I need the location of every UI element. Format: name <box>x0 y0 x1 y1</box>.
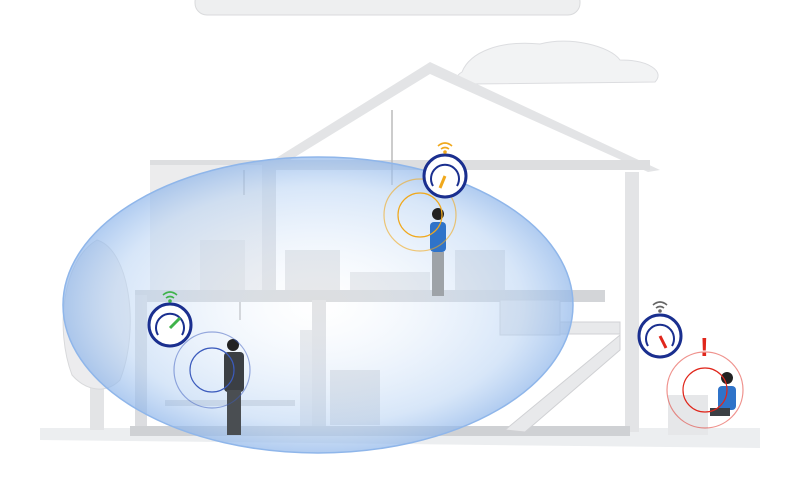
wifi-icon-good <box>162 291 178 303</box>
ceiling-router <box>194 0 581 16</box>
wifi-coverage-ellipse <box>62 156 574 454</box>
alert-icon: ! <box>700 332 709 362</box>
wifi-icon-bad <box>652 301 668 313</box>
cloud-icon <box>457 40 659 85</box>
person-upper-floor <box>430 208 446 296</box>
speed-gauge-icon-bad <box>637 313 683 359</box>
speed-gauge-icon-good <box>147 302 193 348</box>
wifi-icon-medium <box>437 142 453 154</box>
speed-gauge-icon-medium <box>422 153 468 199</box>
